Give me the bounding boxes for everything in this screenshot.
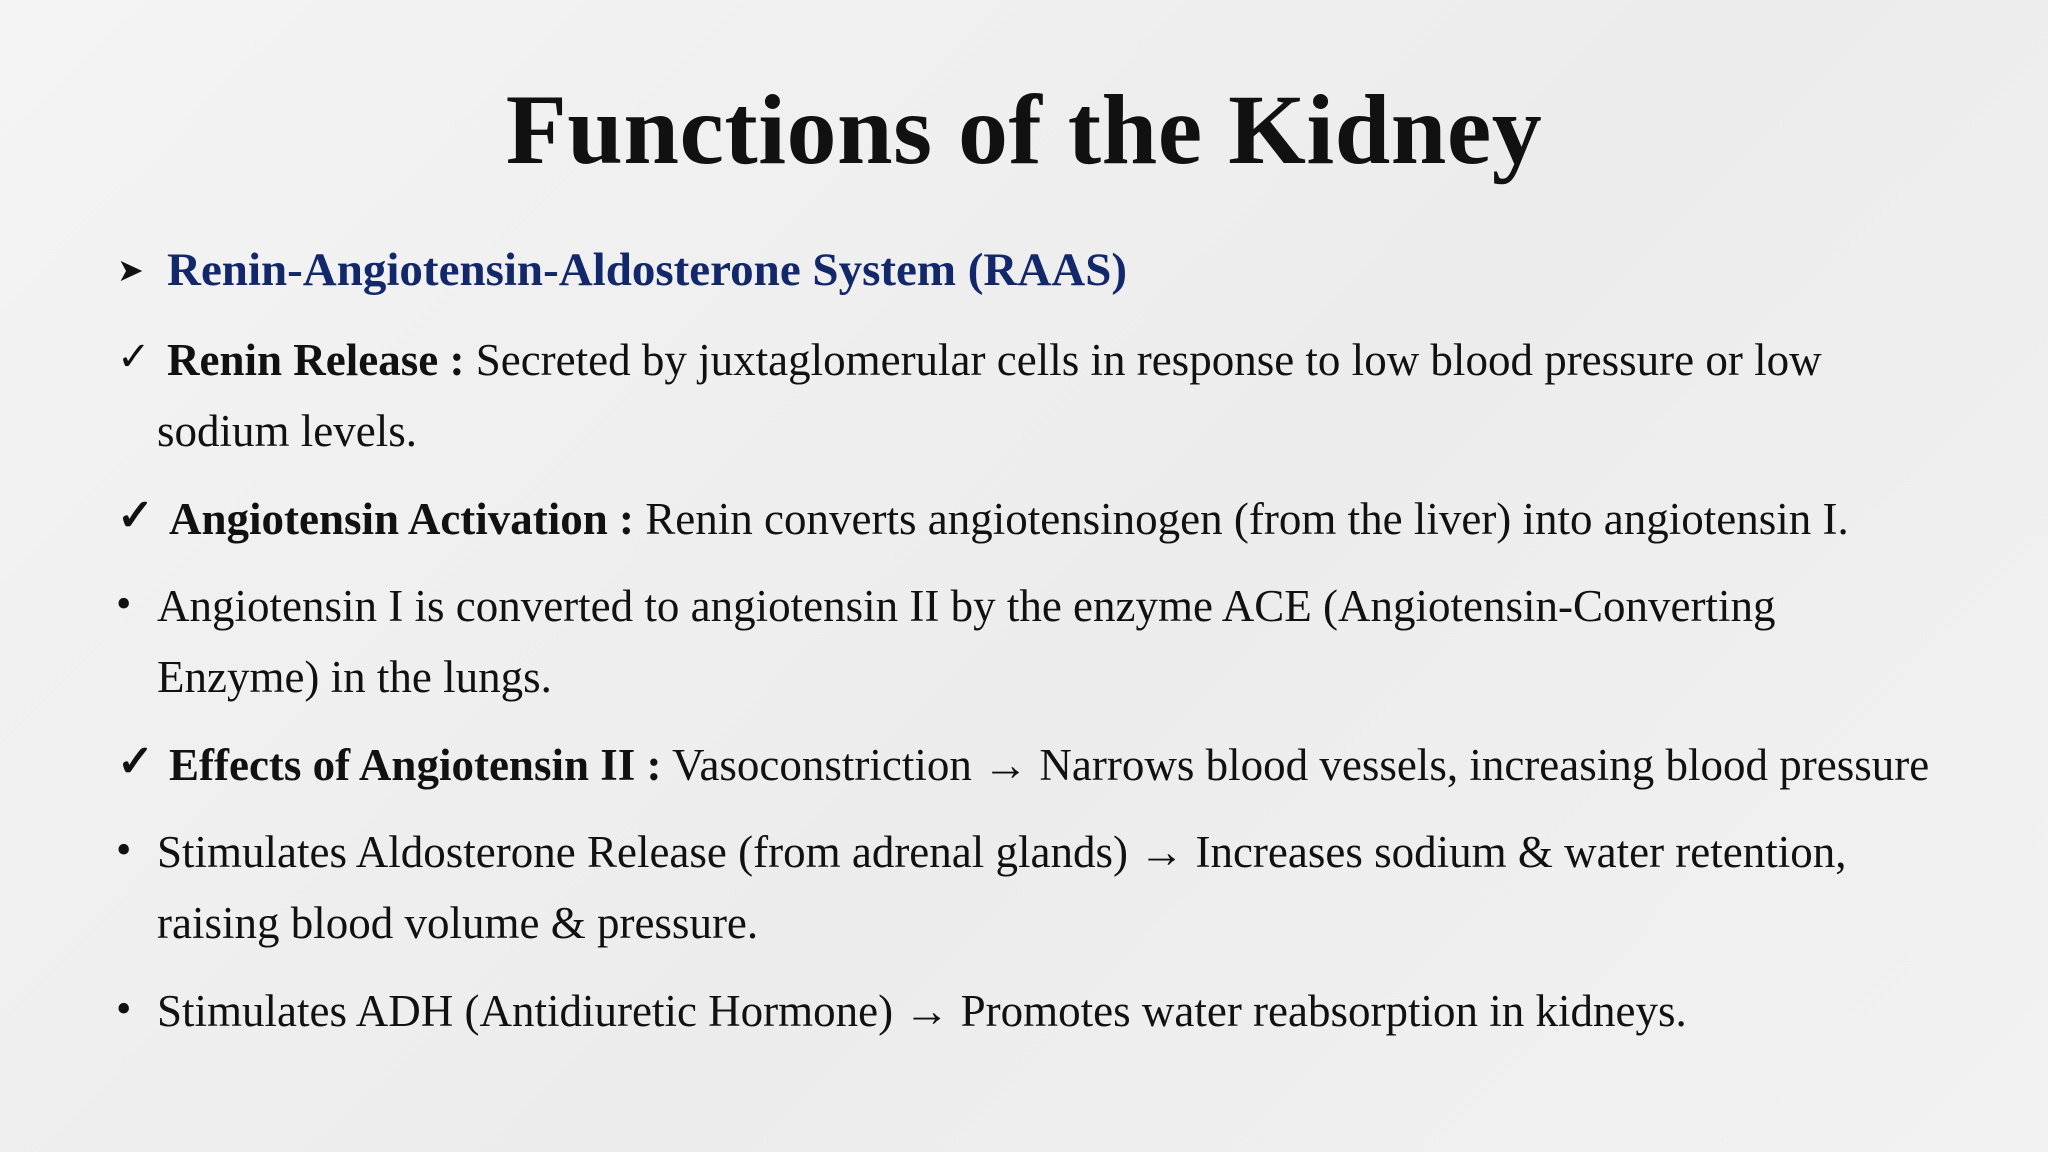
- list-item-ace-conversion: Angiotensin I is converted to angiotensi…: [157, 581, 1776, 631]
- item-label: Renin Release :: [167, 335, 465, 385]
- dot-bullet-icon: •: [116, 984, 132, 1033]
- list-item-adh: Stimulates ADH (Antidiuretic Hormone) → …: [157, 986, 1687, 1036]
- item-text: Renin converts angiotensinogen (from the…: [645, 494, 1849, 544]
- checkmark-icon: ✓: [117, 491, 154, 540]
- section-heading: Renin-Angiotensin-Aldosterone System (RA…: [167, 244, 1128, 296]
- arrowhead-bullet-icon: ➤: [117, 252, 144, 288]
- item-text-continued: sodium levels.: [157, 406, 417, 456]
- checkmark-icon: ✓: [117, 737, 154, 786]
- item-text: Secreted by juxtaglomerular cells in res…: [475, 335, 1822, 385]
- dot-bullet-icon: •: [116, 579, 132, 628]
- item-label: Angiotensin Activation :: [169, 494, 635, 544]
- list-item-effects-angiotensin-ii: Effects of Angiotensin II : Vasoconstric…: [169, 729, 1929, 801]
- dot-bullet-icon: •: [116, 825, 132, 874]
- item-text: Vasoconstriction → Narrows blood vessels…: [671, 740, 1930, 790]
- item-label: Effects of Angiotensin II :: [169, 740, 662, 790]
- list-item-angiotensin-activation: Angiotensin Activation : Renin converts …: [169, 483, 1849, 555]
- checkmark-icon: ✓: [117, 334, 151, 379]
- item-text-continued: Enzyme) in the lungs.: [157, 652, 552, 702]
- list-item-aldosterone-release: Stimulates Aldosterone Release (from adr…: [157, 827, 1847, 877]
- list-item-renin-release: Renin Release : Secreted by juxtaglomeru…: [167, 324, 1822, 396]
- slide-title: Functions of the Kidney: [505, 74, 1543, 185]
- item-text-continued: raising blood volume & pressure.: [157, 898, 759, 948]
